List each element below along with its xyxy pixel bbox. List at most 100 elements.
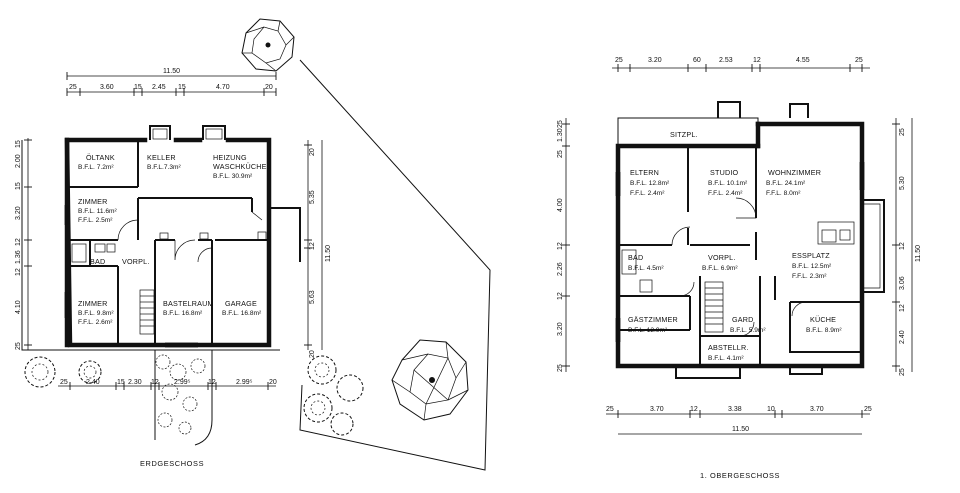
obergeschoss-plan: SITZPL. ELTERN B.F.L. 12.8m² F.F.L. 2.4m…: [557, 57, 922, 480]
og-dim-top-4: 12: [753, 57, 761, 64]
og-room-studio-ffl: F.F.L. 2.4m²: [708, 190, 743, 197]
og-stair: [704, 281, 724, 333]
eg-dim-bottom-4: 12: [151, 379, 159, 386]
og-room-gard: GARD: [732, 315, 754, 324]
eg-dim-right-3: 5.63: [309, 290, 316, 304]
og-room-labels: SITZPL. ELTERN B.F.L. 12.8m² F.F.L. 2.4m…: [628, 130, 842, 362]
og-dim-right-1: 5.30: [899, 176, 906, 190]
room-zimmer-2: ZIMMER: [78, 299, 108, 308]
og-room-sitzpl: SITZPL.: [670, 130, 698, 139]
og-caption: 1. OBERGESCHOSS: [700, 471, 780, 480]
eg-dim-top-3: 2.45: [152, 84, 166, 91]
eg-dim-bottom-7: 2.99⁵: [236, 379, 253, 386]
eg-dim-top-6: 20: [265, 84, 273, 91]
og-dim-right-2: 12: [899, 242, 906, 250]
og-dim-bottom-total: 11.50: [732, 426, 749, 433]
eg-dim-left-5: 1.36: [15, 250, 22, 264]
room-keller: KELLER: [147, 153, 176, 162]
eg-dim-top-2: 15: [134, 84, 142, 91]
eg-dim-left-1: 2.00: [15, 154, 22, 168]
room-bastelraum-area: B.F.L. 16.8m²: [163, 310, 203, 317]
og-dim-right-3: 3.06: [899, 276, 906, 290]
tree-large: [391, 339, 469, 421]
og-dim-left-2: 25: [557, 150, 564, 158]
tree-top: [241, 18, 295, 72]
og-dim-left-8: 25: [557, 364, 564, 372]
og-room-wohnzimmer-bfl: B.F.L. 24.1m²: [766, 180, 806, 187]
og-dim-bottom-0: 25: [606, 406, 614, 413]
eg-dim-top-5: 4.70: [216, 84, 230, 91]
og-interior-walls: [615, 146, 865, 366]
og-room-eltern-ffl: F.F.L. 2.4m²: [630, 190, 665, 197]
og-room-bad: BAD: [628, 253, 643, 262]
og-room-studio: STUDIO: [710, 168, 739, 177]
shrub-mid: [78, 360, 102, 384]
room-waschkueche: WASCHKÜCHE: [213, 162, 267, 171]
eg-dim-right-1: 5.35: [309, 190, 316, 204]
entry-hedge: [154, 350, 213, 446]
eg-stair: [139, 289, 155, 335]
og-room-abstellr-area: B.F.L. 4.1m²: [708, 355, 744, 362]
room-zimmer-1-bfl: B.F.L. 11.6m²: [78, 208, 118, 215]
og-dim-left-5: 2.26: [557, 262, 564, 276]
og-dim-right-5: 2.40: [899, 330, 906, 344]
room-oeltank: ÖLTANK: [86, 153, 115, 162]
og-room-wohnzimmer: WOHNZIMMER: [768, 168, 821, 177]
og-dim-right-0: 25: [899, 128, 906, 136]
eg-dim-left-7: 4.10: [15, 300, 22, 314]
shrub-left: [24, 356, 56, 388]
og-dim-left-0: 25: [557, 120, 564, 128]
eg-dim-bottom-1: 2.40: [86, 379, 100, 386]
og-room-essplatz: ESSPLATZ: [792, 251, 830, 260]
eg-dim-bottom-8: 20: [269, 379, 277, 386]
eg-dim-left-8: 25: [15, 342, 22, 350]
room-zimmer-1: ZIMMER: [78, 197, 108, 206]
room-bad: BAD: [90, 257, 105, 266]
eg-dim-left-6: 12: [15, 268, 22, 276]
eg-outer-walls: [64, 125, 272, 348]
og-room-gard-area: B.F.L. 5.9m²: [730, 327, 766, 334]
og-room-vorpl-area: B.F.L. 6.9m²: [702, 265, 738, 272]
og-room-abstellr: ABSTELLR.: [708, 343, 749, 352]
eg-dim-top-1: 3.60: [100, 84, 114, 91]
room-zimmer-2-ffl: F.F.L. 2.6m²: [78, 319, 113, 326]
og-outer-walls: [615, 121, 885, 379]
erdgeschoss-plan: ÖLTANK B.F.L. 7.2m² KELLER B.F.L.7.3m² H…: [15, 18, 491, 471]
og-room-gaestzimmer-area: B.F.L. 12.9m²: [628, 327, 668, 334]
room-garage: GARAGE: [225, 299, 257, 308]
og-room-essplatz-bfl: B.F.L. 12.5m²: [792, 263, 832, 270]
room-bastelraum: BASTELRAUM: [163, 299, 214, 308]
eg-dim-left-0: 15: [15, 140, 22, 148]
eg-dim-right-total: 11.50: [325, 245, 332, 262]
site-boundary: [21, 59, 491, 471]
og-dim-bottom-4: 10: [767, 406, 775, 413]
og-dim-top-1: 3.20: [648, 57, 662, 64]
og-dim-left-4: 12: [557, 242, 564, 250]
og-dim-bottom-3: 3.38: [728, 406, 742, 413]
og-dimensions: 25 3.20 60 2.53 12 4.55 25 25 3.70 12 3.…: [557, 57, 922, 435]
og-room-vorpl: VORPL.: [708, 253, 736, 262]
eg-dim-left-4: 12: [15, 238, 22, 246]
og-dim-bottom-2: 12: [690, 406, 698, 413]
og-room-eltern-bfl: B.F.L. 12.8m²: [630, 180, 670, 187]
og-room-gaestzimmer: GÄSTZIMMER: [628, 315, 678, 324]
og-room-essplatz-ffl: F.F.L. 2.3m²: [792, 273, 827, 280]
eg-dim-bottom-6: 12: [208, 379, 216, 386]
eg-dim-left-2: 15: [15, 182, 22, 190]
room-oeltank-area: B.F.L. 7.2m²: [78, 164, 114, 171]
eg-dim-top-4: 15: [178, 84, 186, 91]
og-room-eltern: ELTERN: [630, 168, 659, 177]
room-heizung: HEIZUNG: [213, 153, 247, 162]
eg-dim-bottom-2: 15: [117, 379, 125, 386]
eg-interior-walls: [64, 140, 301, 348]
og-room-studio-bfl: B.F.L. 10.1m²: [708, 180, 748, 187]
shrub-group: [303, 355, 364, 436]
room-keller-area: B.F.L.7.3m²: [147, 164, 182, 171]
og-dim-top-0: 25: [615, 57, 623, 64]
og-dim-bottom-6: 25: [864, 406, 872, 413]
eg-dim-right-4: 20: [309, 350, 316, 358]
og-dim-top-6: 25: [855, 57, 863, 64]
og-dim-bottom-5: 3.70: [810, 406, 824, 413]
og-dim-left-6: 12: [557, 292, 564, 300]
